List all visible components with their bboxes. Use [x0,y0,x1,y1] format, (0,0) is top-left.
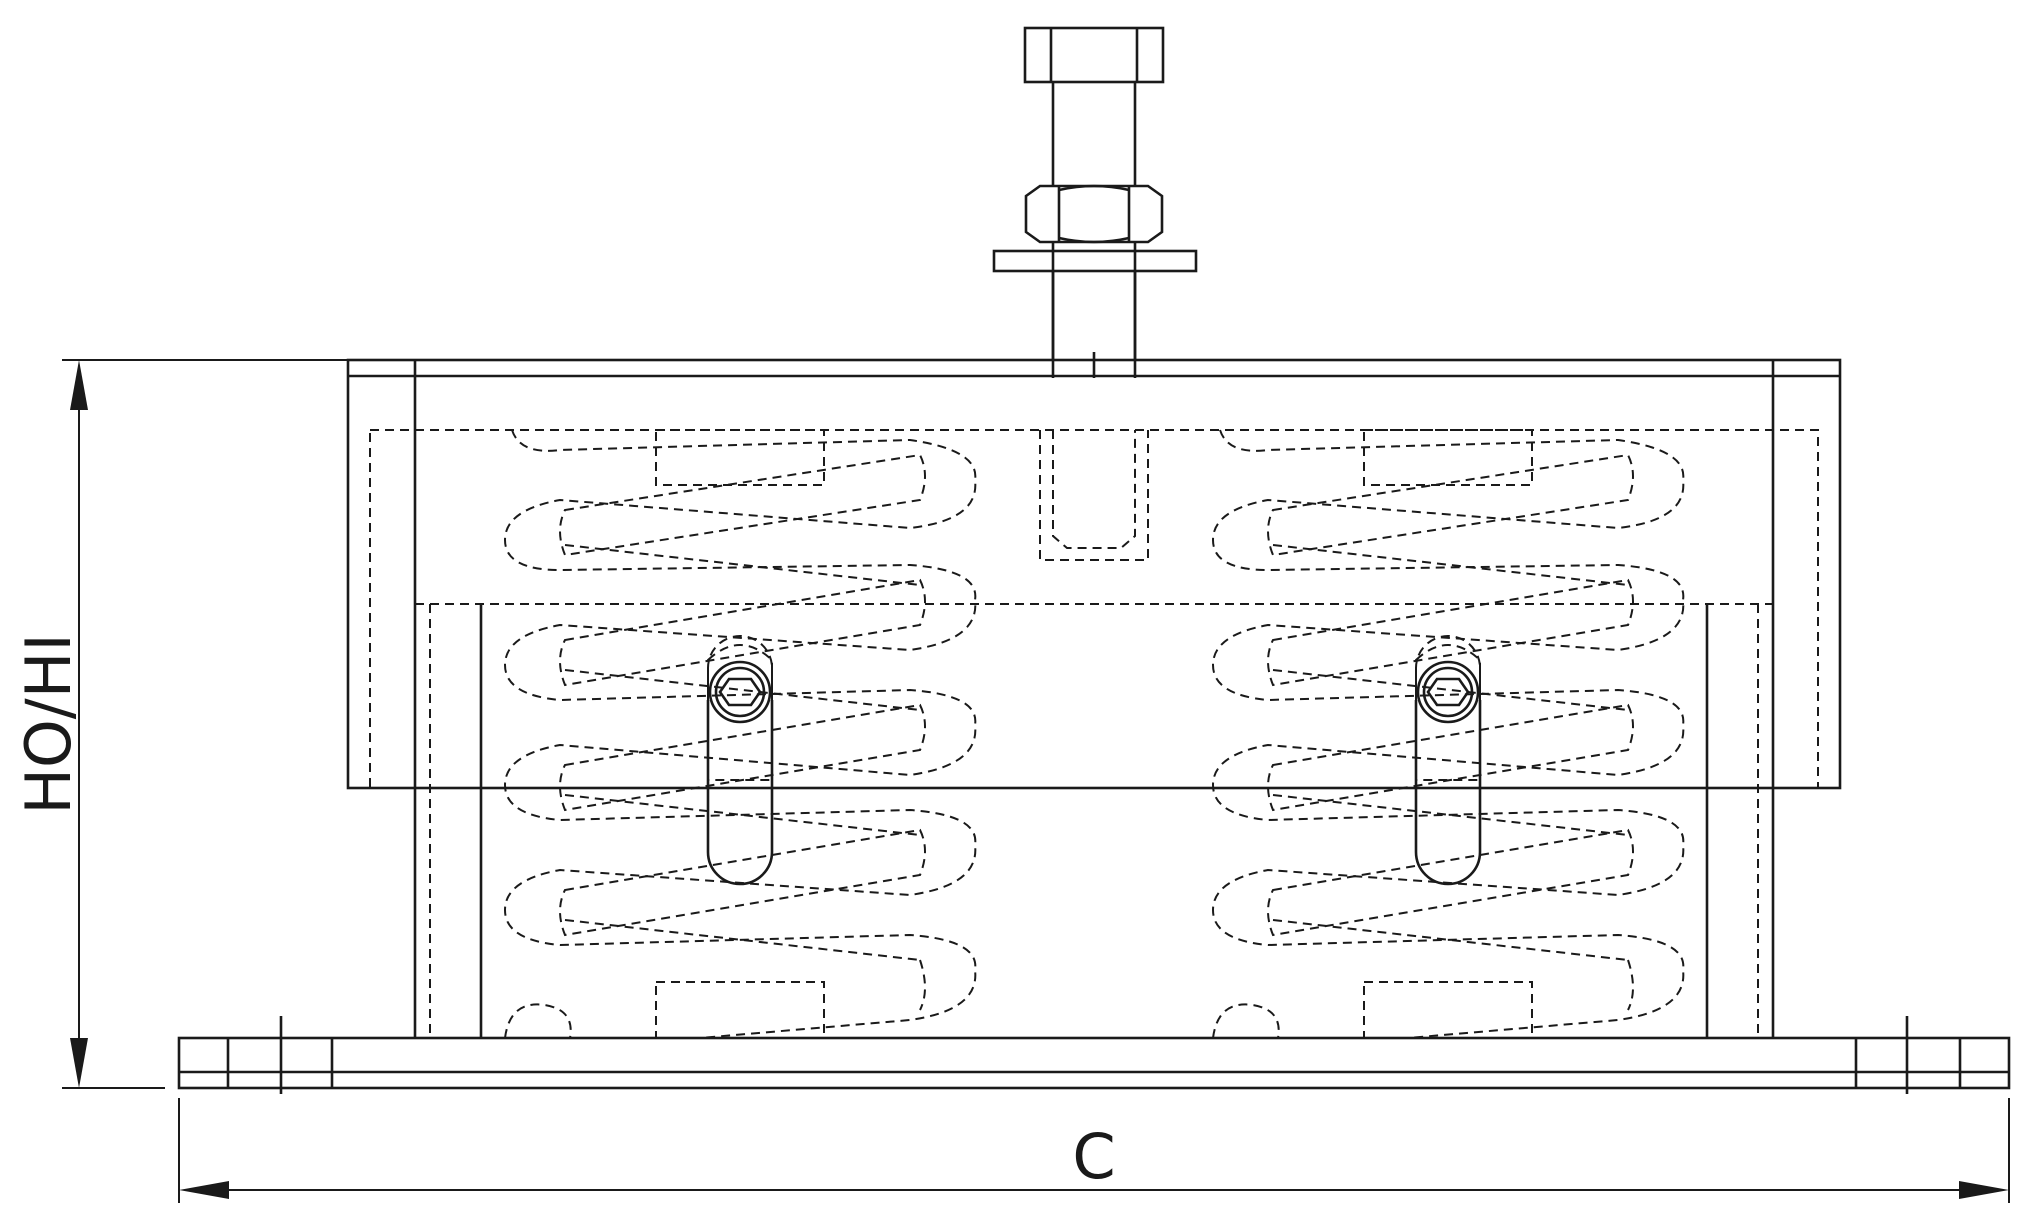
spring-right [1211,429,1685,1039]
slot-left [706,635,774,886]
bolt-head [1023,26,1165,84]
socket-screw-left-icon [708,660,772,724]
base-plate [177,1016,2011,1094]
slot-right [1414,635,1482,886]
width-dimension: C [178,1098,2010,1203]
socket-screw-right-icon [1416,660,1480,724]
levelling-bolt [992,26,1198,561]
lower-housing [413,603,1775,1039]
top-housing [346,358,1842,790]
height-label: HO/HI [12,633,85,814]
spring-left [503,429,977,1039]
threaded-bore-hidden [1039,430,1149,561]
height-dimension: HO/HI [12,359,348,1089]
hex-nut [1024,184,1164,244]
width-label: C [1072,1120,1115,1193]
washer [992,249,1198,273]
